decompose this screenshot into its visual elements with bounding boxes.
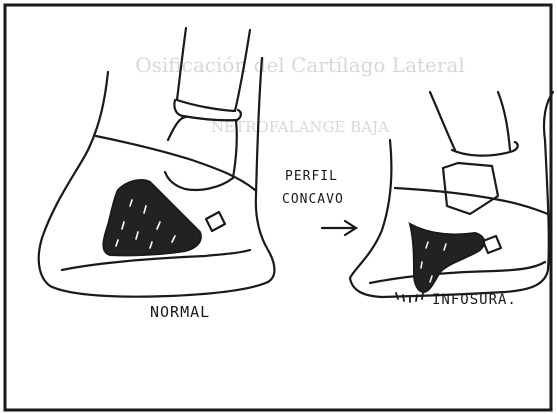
laminitis-middle-bone [443, 163, 498, 214]
laminitis-coffin-bone [410, 224, 484, 292]
laminitis-sole-line [370, 262, 545, 283]
arrow-right [322, 221, 356, 235]
bleed-through-heading: Osificación del Cartílago Lateral [135, 53, 465, 77]
label-concavo: CONCAVO [282, 192, 344, 207]
normal-navicular-bone [206, 212, 225, 231]
label-normal: NORMAL [150, 303, 210, 321]
label-perfil: PERFIL [285, 169, 338, 184]
laminitis-pastern-bone [430, 92, 510, 150]
laminitis-pastern-joint [452, 142, 518, 156]
laminitis-navicular-bone [483, 236, 501, 253]
label-infosura: INFOSURA. [432, 292, 517, 308]
normal-coronary-band [96, 136, 255, 190]
laminitis-coronary-band [395, 188, 548, 214]
